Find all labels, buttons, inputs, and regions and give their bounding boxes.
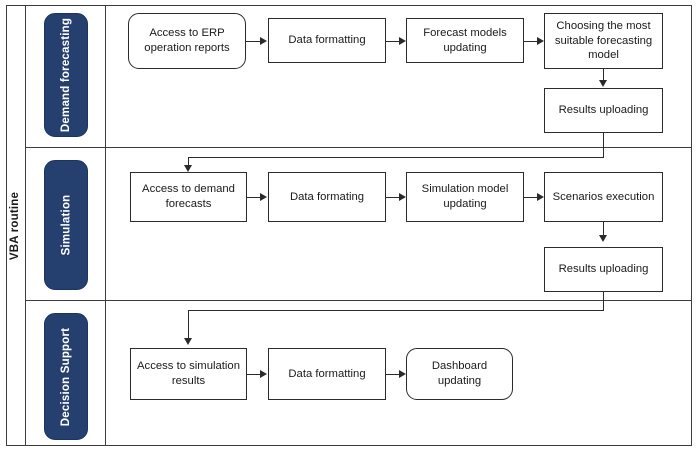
arrowhead-demand-forecasts-to-formating	[260, 192, 267, 201]
node-forecast-models-updating[interactable]: Forecast models updating	[406, 18, 524, 63]
pool-title-label: VBA routine	[9, 191, 22, 260]
connector-lane2-to-lane3-drop	[188, 310, 190, 340]
node-data-formatting-3[interactable]: Data formatting	[268, 348, 386, 400]
lane-label-demand-forecasting: Demand forecasting	[44, 13, 88, 137]
connector-simulation-model-to-scenarios	[524, 196, 538, 198]
connector-formatting-to-forecast-models	[386, 40, 400, 42]
connector-choosing-to-results-uploading	[603, 69, 605, 81]
connector-lane1-to-lane2-down	[603, 133, 605, 158]
arrowhead-formatting-to-forecast-models	[399, 36, 406, 45]
connector-formatting-to-dashboard	[386, 373, 400, 375]
arrowhead-lane1-to-lane2	[184, 165, 192, 172]
node-choosing-most-suitable-forecasting-model[interactable]: Choosing the most suitable forecasting m…	[544, 13, 663, 69]
arrowhead-scenarios-to-results-uploading	[599, 235, 607, 242]
lane-label-text: Demand forecasting	[60, 17, 72, 133]
connector-formating-to-simulation-model	[386, 196, 400, 198]
lane-label-text: Simulation	[60, 194, 72, 256]
connector-lane1-to-lane2-left	[188, 157, 604, 159]
node-scenarios-execution[interactable]: Scenarios execution	[544, 172, 663, 222]
arrowhead-formating-to-simulation-model	[399, 192, 406, 201]
node-data-formatting-1[interactable]: Data formatting	[268, 18, 386, 63]
node-simulation-model-updating[interactable]: Simulation model updating	[406, 172, 524, 222]
arrowhead-erp-to-formatting	[260, 36, 267, 45]
connector-forecast-models-to-choosing	[524, 40, 538, 42]
arrowhead-simulation-results-to-formatting	[260, 369, 267, 378]
lane-label-decision-support: Decision Support	[44, 313, 88, 440]
arrowhead-formatting-to-dashboard	[399, 369, 406, 378]
arrowhead-forecast-models-to-choosing	[537, 36, 544, 45]
node-access-to-simulation-results[interactable]: Access to simulation results	[130, 348, 247, 400]
arrowhead-lane2-to-lane3	[184, 338, 192, 345]
pool-title: VBA routine	[6, 5, 25, 446]
connector-simulation-results-to-formatting	[247, 373, 261, 375]
lane-label-divider	[105, 5, 107, 446]
connector-erp-to-formatting	[246, 40, 261, 42]
node-results-uploading-1[interactable]: Results uploading	[544, 88, 663, 133]
lane-label-text: Decision Support	[60, 327, 72, 426]
connector-lane1-to-lane2-drop	[188, 157, 190, 167]
node-access-to-demand-forecasts[interactable]: Access to demand forecasts	[130, 172, 247, 222]
node-access-to-erp-operation-reports[interactable]: Access to ERP operation reports	[128, 13, 246, 69]
lane-divider-2	[25, 300, 692, 302]
connector-lane2-to-lane3-down	[603, 292, 605, 310]
pool-title-divider	[25, 5, 27, 446]
arrowhead-simulation-model-to-scenarios	[537, 192, 544, 201]
lane-label-simulation: Simulation	[44, 160, 88, 290]
node-results-uploading-2[interactable]: Results uploading	[544, 247, 663, 292]
node-dashboard-updating[interactable]: Dashboard updating	[406, 348, 513, 400]
connector-demand-forecasts-to-formating	[247, 196, 261, 198]
node-data-formating-2[interactable]: Data formating	[268, 172, 386, 222]
arrowhead-choosing-to-results-uploading	[599, 80, 607, 87]
lane-divider-1	[25, 147, 692, 149]
connector-scenarios-to-results-uploading	[603, 222, 605, 236]
connector-lane2-to-lane3-left	[188, 310, 604, 312]
